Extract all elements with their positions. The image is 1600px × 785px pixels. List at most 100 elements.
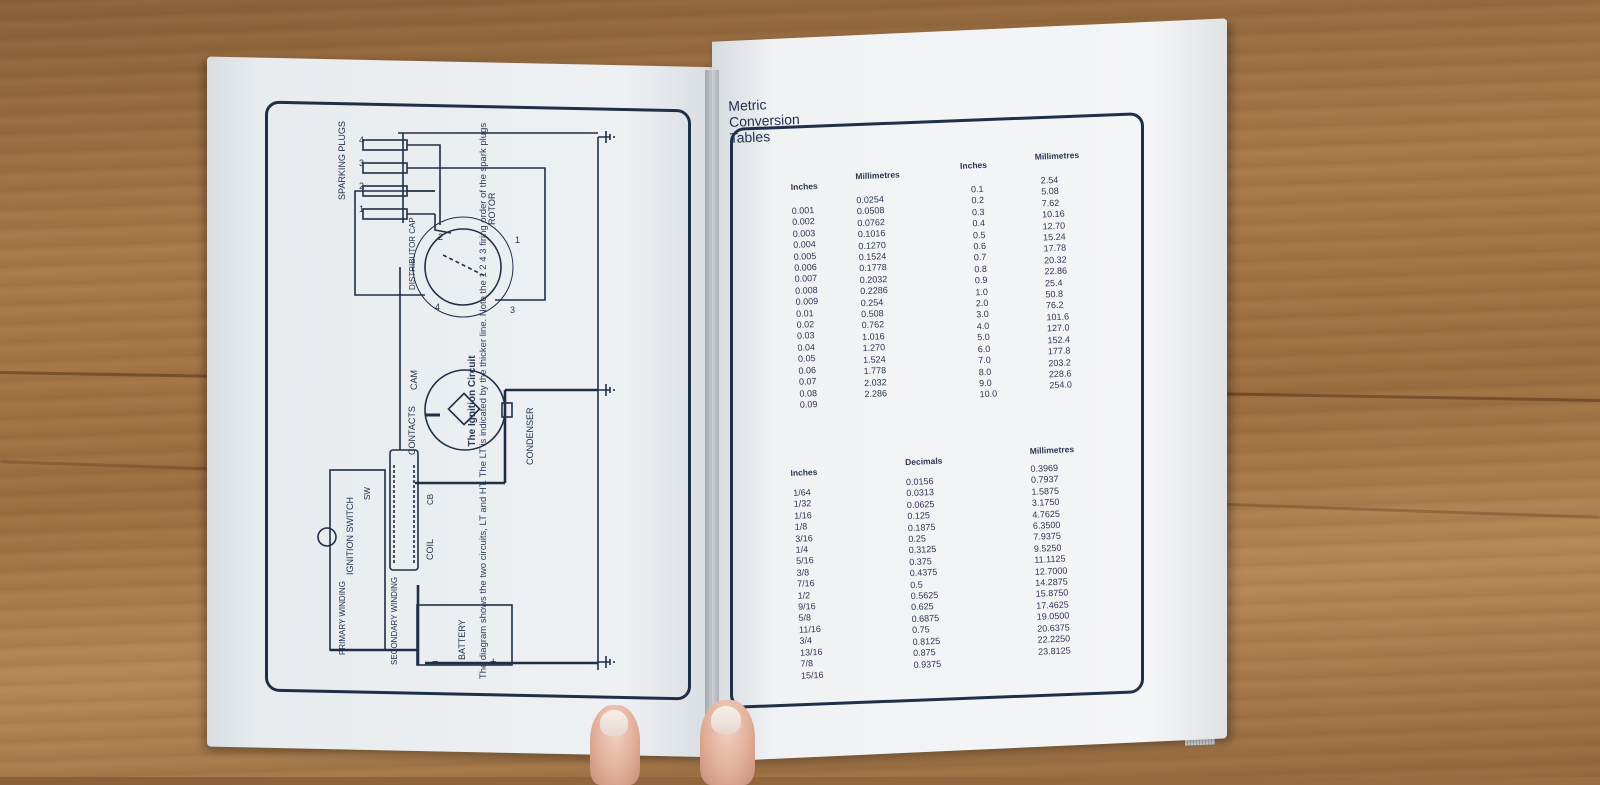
table-cell: 0.0625 <box>906 498 935 510</box>
table-header: Millimetres <box>1029 444 1075 456</box>
table-header: Decimals <box>904 455 943 468</box>
table-cell: 0.5625 <box>910 589 939 602</box>
table-cell: 0.006 <box>793 262 817 273</box>
table-cell: 12.70 <box>1042 220 1066 232</box>
table-cell: 7/16 <box>796 578 815 590</box>
earth-symbol <box>598 131 615 143</box>
table-cell: 0.03 <box>796 330 815 342</box>
table-cell: 0.001 <box>791 205 815 216</box>
cap-number: 3 <box>510 305 515 315</box>
thumbnail <box>600 710 628 736</box>
battery-label: BATTERY <box>457 619 467 660</box>
plug-number: 1 <box>359 204 364 214</box>
battery-plus: + <box>490 656 496 668</box>
rotor-arm <box>442 254 488 278</box>
table-cell: 0.004 <box>793 239 816 251</box>
ignition-circuit-diagram: SPARKING PLUGS 4 3 2 1 ROTOR DISTRIBUTOR… <box>317 121 615 670</box>
table-cell: 101.6 <box>1046 311 1070 323</box>
table-cell: 10.0 <box>979 388 998 400</box>
table-cell: 0.002 <box>792 216 815 228</box>
table-cell: 127.0 <box>1046 322 1070 334</box>
table-cell: 0.2 <box>971 195 985 206</box>
distributor-body <box>412 216 514 318</box>
table-cell: 7.62 <box>1041 197 1060 209</box>
cb-label: CB <box>426 494 435 505</box>
table-cell: 177.8 <box>1047 345 1071 357</box>
table-cell: 5.08 <box>1041 186 1059 197</box>
table-cell: 0.007 <box>794 273 818 285</box>
table-cell: 0.09 <box>799 398 818 410</box>
table-cell: 0.2286 <box>860 285 888 297</box>
table-cell: 1/16 <box>794 509 812 521</box>
table-cell: 10.16 <box>1041 208 1065 220</box>
table-cell: 17.78 <box>1043 242 1067 254</box>
secondary-winding-label: SECONDARY WINDING <box>390 577 399 665</box>
table-cell: 3/4 <box>799 635 813 647</box>
table-cell: 0.3125 <box>908 544 937 556</box>
table-cell: 5/16 <box>795 555 814 567</box>
coil-windings <box>393 465 415 565</box>
table-cell: 5.0 <box>977 332 990 343</box>
thumbnail <box>711 706 741 734</box>
table-cell: 0.4 <box>972 218 986 229</box>
table-cell: 0.0313 <box>906 487 935 499</box>
table-cell: 0.01 <box>795 307 814 319</box>
table-cell: 5/8 <box>798 612 812 624</box>
caption-text: The diagram shows the two circuits, LT a… <box>478 122 489 680</box>
diagram-caption: The Ignition Circuit The diagram shows t… <box>467 121 489 681</box>
ignition-switch-symbol <box>317 527 337 547</box>
table-header: Inches <box>959 159 988 171</box>
table-cell: 4.0 <box>976 320 990 332</box>
coil-body <box>389 449 419 571</box>
condenser-symbol <box>501 402 513 418</box>
cap-number: 4 <box>435 302 440 312</box>
sparking-plugs-label: SPARKING PLUGS <box>337 121 347 200</box>
table-cell: 0.0508 <box>856 205 885 217</box>
table-cell: 3/8 <box>796 567 810 578</box>
contacts-label: CONTACTS <box>407 406 417 455</box>
table-cell: 0.07 <box>798 376 817 387</box>
table-cell: 0.5 <box>972 229 986 241</box>
table-cell: 0.02 <box>796 319 815 330</box>
book-spine <box>705 70 719 750</box>
table-cell: 8.0 <box>978 366 992 377</box>
table-cell: 0.8 <box>974 263 988 275</box>
table-cell: 228.6 <box>1048 368 1072 380</box>
table-cell: 0.003 <box>792 227 816 239</box>
distributor-cap-label: DISTRIBUTOR CAP <box>408 217 417 290</box>
table-cell: 23.8125 <box>1037 644 1071 657</box>
table-cell: 0.08 <box>799 387 818 399</box>
table-cell: 0.4375 <box>909 567 938 579</box>
table-cell: 2.54 <box>1040 174 1059 186</box>
table-cell: 7.0 <box>978 354 991 366</box>
table-cell: 0.6 <box>973 240 987 252</box>
table-cell: 0.1778 <box>859 262 887 274</box>
table-cell: 1/32 <box>793 498 812 510</box>
distributor-cap <box>424 228 502 306</box>
table-cell: 0.005 <box>793 250 817 262</box>
table-cell: 1/4 <box>795 544 809 555</box>
coil-label: COIL <box>425 539 435 560</box>
table-cell: 1/64 <box>793 487 812 498</box>
table-cell: 15/16 <box>800 669 824 681</box>
cam-housing <box>424 369 506 451</box>
table-cell: 1.0 <box>975 286 989 297</box>
table-header: Inches <box>790 180 818 192</box>
table-cell: 0.008 <box>794 284 818 296</box>
cam <box>447 392 481 426</box>
table-cell: 0.7 <box>973 252 987 263</box>
table-cell: 9.0 <box>978 377 992 389</box>
cap-number: 2 <box>438 232 443 242</box>
table-cell: 152.4 <box>1047 334 1071 346</box>
table-header: Millimetres <box>855 169 900 182</box>
ignition-switch-label: IGNITION SWITCH <box>345 497 355 575</box>
table-cell: 0.05 <box>797 353 816 365</box>
table-cell: 0.1875 <box>907 521 936 533</box>
table-cell: 254.0 <box>1049 379 1073 391</box>
table-cell: 13/16 <box>799 646 823 658</box>
table-cell: 0.9375 <box>913 658 942 670</box>
earth-symbol <box>598 656 615 668</box>
plug-number: 2 <box>359 181 364 191</box>
table-cell: 0.009 <box>795 296 819 308</box>
condenser-label: CONDENSER <box>525 407 535 465</box>
